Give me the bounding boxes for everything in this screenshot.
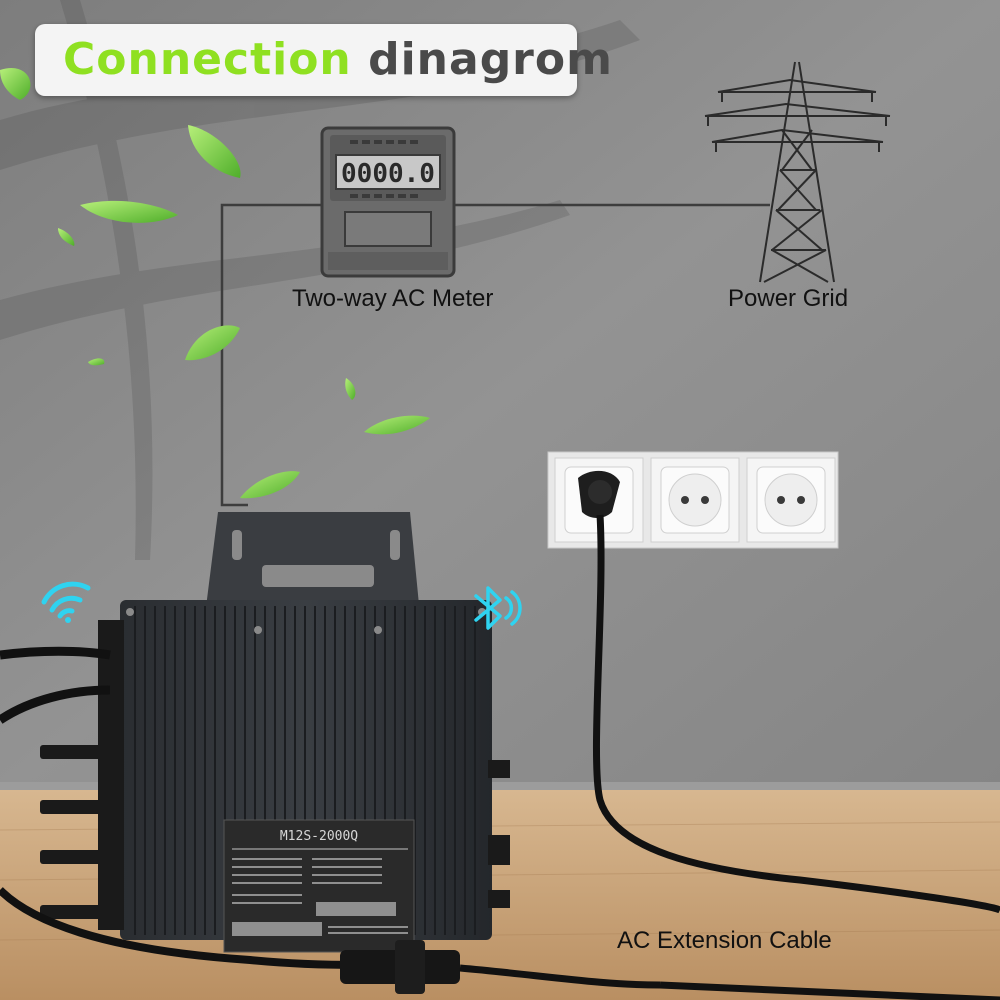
title-part-2: dinagrom (368, 34, 613, 85)
ac-cable-2 (659, 981, 1000, 1000)
wifi-icon (41, 581, 91, 623)
ac-meter (320, 126, 456, 278)
diagram-title: Connection dinagrom (63, 36, 613, 84)
ac-cable (593, 514, 1000, 914)
skirting (0, 782, 1000, 790)
bluetooth-icon (474, 586, 522, 630)
micro-inverter (0, 600, 661, 994)
ac-meter-label: Two-way AC Meter (292, 285, 494, 312)
wall-socket-panel (547, 451, 839, 549)
leaf-decoration (0, 67, 430, 499)
power-pylon-icon (704, 61, 891, 283)
wiring (220, 203, 770, 507)
inverter-bracket (205, 512, 420, 615)
inverter-model: M12S-2000Q (280, 829, 358, 844)
power-grid-label: Power Grid (728, 285, 849, 312)
title-banner (35, 24, 577, 96)
title-part-1: Connection (63, 34, 352, 85)
ac-cable-label: AC Extension Cable (617, 927, 832, 954)
meter-display: 0000.0 (341, 159, 435, 189)
